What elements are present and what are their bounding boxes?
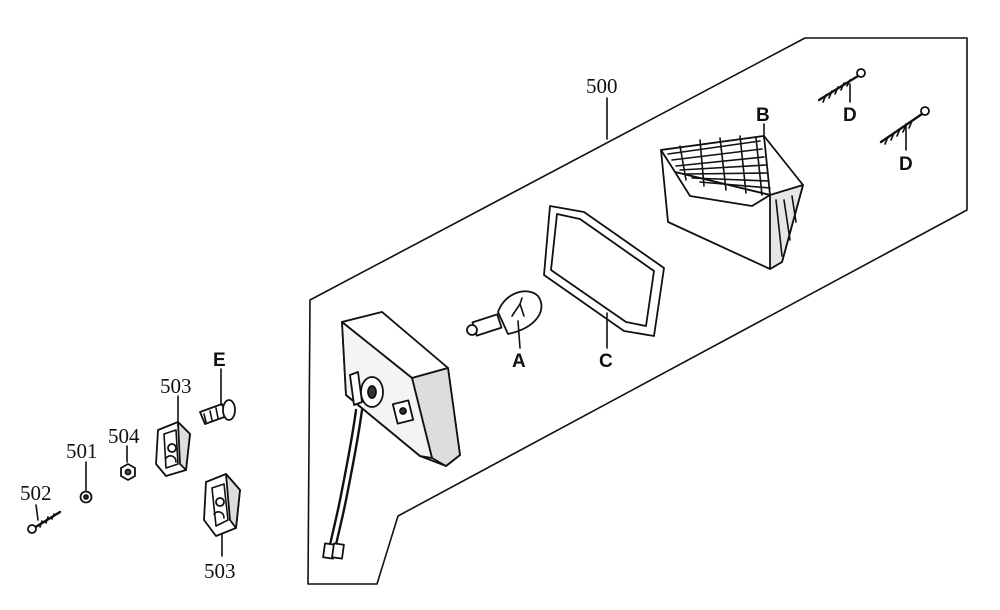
bracket-503-upper	[155, 421, 191, 477]
screw-d-upper	[817, 68, 866, 103]
lamp-housing	[341, 311, 461, 467]
screw-502	[27, 510, 62, 534]
nut-504	[120, 463, 136, 481]
washer-501	[79, 490, 93, 504]
socket	[199, 399, 236, 425]
bracket-503-lower	[203, 473, 241, 537]
label-d-upper: D	[843, 105, 857, 126]
label-500: 500	[586, 74, 618, 98]
label-504: 504	[108, 424, 140, 448]
label-a: A	[512, 351, 526, 372]
bulb	[466, 290, 543, 337]
screw-d-lower	[879, 106, 930, 145]
label-501: 501	[66, 439, 98, 463]
leader-a	[517, 320, 521, 349]
label-503-lower: 503	[204, 559, 236, 583]
assembly-boundary	[307, 37, 968, 585]
leader-502	[35, 504, 39, 521]
label-c: C	[599, 351, 613, 372]
wire-harness	[322, 408, 364, 560]
label-e: E	[213, 350, 226, 371]
label-d-lower: D	[899, 154, 913, 175]
label-502: 502	[20, 481, 52, 505]
label-503-upper: 503	[160, 374, 192, 398]
lens	[660, 135, 804, 270]
gasket	[543, 205, 665, 337]
label-b: B	[756, 105, 770, 126]
